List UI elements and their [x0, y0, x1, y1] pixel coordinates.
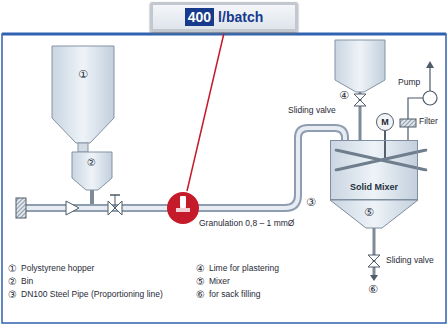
legend-text: Polystyrene hopper	[21, 264, 94, 273]
mixer-shaft	[384, 140, 386, 160]
mixer-blades	[336, 150, 426, 170]
callout-number: ⑥	[368, 283, 378, 295]
legend-number: ①	[8, 263, 17, 274]
frame	[2, 34, 446, 323]
valve-handle	[110, 194, 120, 196]
legend-number: ⑤	[196, 276, 205, 287]
legend-number: ④	[196, 263, 205, 274]
check-valve	[66, 201, 79, 215]
pump-symbol	[423, 91, 437, 105]
node-text: Solid Mixer	[350, 182, 398, 192]
legend-text: Bin	[21, 277, 33, 286]
shaft-connector	[384, 131, 386, 140]
outlet-arrow	[370, 275, 378, 281]
legend-text: DN100 Steel Pipe (Proportioning line)	[21, 290, 163, 299]
mixer-cone	[330, 200, 418, 228]
sensor-circle	[167, 192, 199, 224]
part-label: Filter	[419, 117, 438, 126]
leader-line	[187, 33, 224, 191]
sensor-probe	[176, 208, 190, 212]
callout-number: ③	[306, 196, 316, 208]
sliding-valve-top	[354, 94, 366, 106]
bin-outlet	[90, 190, 94, 204]
part-label: Sliding valve	[288, 106, 336, 115]
legend-number: ③	[8, 289, 17, 300]
callout-number: ①	[78, 68, 88, 80]
filter-symbol	[400, 119, 416, 127]
exhaust-arrow	[426, 61, 434, 68]
pipe-end-flange	[16, 198, 26, 218]
legend-text: Lime for plastering	[209, 264, 279, 273]
legend-number: ⑥	[196, 289, 205, 300]
legend-number: ②	[8, 276, 17, 287]
motor-circle: M	[376, 113, 394, 131]
callout-number: ②	[87, 157, 96, 168]
callout-number: ④	[339, 89, 349, 101]
mixer-body	[330, 140, 418, 200]
mixer-tank: Solid Mixer	[330, 140, 418, 200]
node-text: l/batch	[218, 9, 263, 25]
bin	[72, 152, 112, 190]
outlet-pipe	[373, 228, 376, 276]
part-label: Sliding valve	[386, 256, 434, 265]
sliding-valve-bottom	[368, 255, 380, 267]
polystyrene-hopper	[52, 46, 114, 143]
pump-exhaust	[429, 66, 430, 91]
part-label: Pump	[398, 78, 420, 87]
valve-stem	[115, 195, 116, 208]
legend-text: Mixer	[209, 277, 230, 286]
node-text: 400	[185, 8, 214, 26]
lime-hopper	[335, 40, 385, 92]
hopper-outlet	[78, 143, 88, 152]
flow-display: 400l/batch	[150, 2, 298, 32]
callout-number: ⑤	[364, 206, 374, 218]
granulation-note: Granulation 0,8 – 1 mmØ	[199, 219, 294, 228]
legend-text: for sack filling	[209, 290, 261, 299]
sensor-body	[180, 196, 186, 208]
node-text: M	[381, 117, 389, 127]
